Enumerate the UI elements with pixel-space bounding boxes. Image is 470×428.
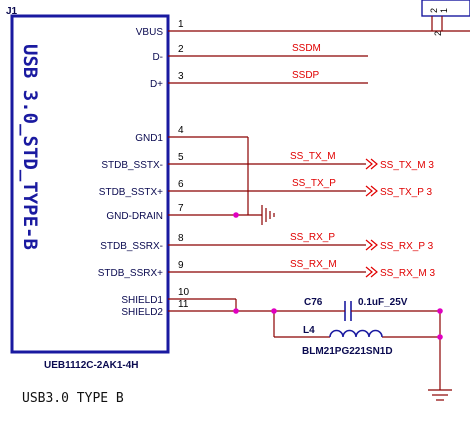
capacitor-value: 0.1uF_25V: [358, 297, 408, 308]
net-label: SS_TX_P: [292, 178, 336, 189]
net-label: SSDP: [292, 70, 320, 81]
junction-dot: [437, 308, 443, 314]
net-label: SS_TX_M: [290, 151, 336, 162]
offpage-group: SS_TX_M 3 SS_TX_P 3 SS_RX_P 3 SS_RX_M 3: [365, 158, 435, 279]
pin-number: 3: [178, 71, 184, 82]
pin-name: STDB_SSTX-: [101, 160, 163, 171]
corner-pin-a: 2: [429, 8, 439, 13]
wire-group: [210, 30, 470, 390]
part-number: UEB1112C-2AK1-4H: [44, 360, 139, 371]
junction-dot: [233, 212, 239, 218]
pin-name: SHIELD1: [121, 295, 163, 306]
inductor-ref: L4: [303, 325, 315, 336]
schematic-caption: USB3.0 TYPE B: [22, 391, 124, 406]
capacitor-ref: C76: [304, 297, 323, 308]
pin-name: STDB_SSRX-: [100, 241, 163, 252]
pin-number: 6: [178, 179, 184, 190]
inductor-icon: [329, 329, 383, 338]
offpage-arrow-icon: [365, 239, 378, 251]
junction-dot: [437, 334, 443, 340]
component-body-label: USB 3.0_STD_TYPE-B: [19, 44, 41, 250]
junction-dot: [233, 308, 239, 314]
capacitor-icon: [344, 301, 352, 321]
chassis-ground-icon: [261, 205, 275, 225]
offpage-arrow-icon: [365, 158, 378, 170]
pin-number: 7: [178, 203, 184, 214]
component-body: [10, 14, 170, 354]
offpage-label: SS_RX_M 3: [380, 268, 435, 279]
pin-number: 4: [178, 125, 184, 136]
connector-corner: 2 1 2: [421, 0, 470, 36]
pin-number: 8: [178, 233, 184, 244]
junction-dot: [271, 308, 277, 314]
pin-name: D-: [152, 52, 163, 63]
pin-number: 5: [178, 152, 184, 163]
net-label-group: SSDM SSDP SS_TX_M SS_TX_P SS_RX_P SS_RX_M: [290, 43, 337, 270]
net-label: SSDM: [292, 43, 321, 54]
inductor-value: BLM21PG221SN1D: [302, 346, 393, 357]
pin-name: STDB_SSRX+: [98, 268, 163, 279]
net-label: SS_RX_P: [290, 232, 335, 243]
earth-ground-icon: [428, 389, 452, 401]
offpage-label: SS_TX_M 3: [380, 160, 434, 171]
pin-number: 2: [178, 44, 184, 55]
pin-name: STDB_SSTX+: [99, 187, 163, 198]
pin-name: SHIELD2: [121, 307, 163, 318]
corner-pin-b: 1: [439, 8, 449, 13]
net-label: SS_RX_M: [290, 259, 337, 270]
corner-pin-a-lower: 2: [433, 31, 443, 36]
pin-name: VBUS: [136, 27, 164, 38]
pin-number: 1: [178, 19, 184, 30]
pin-number: 9: [178, 260, 184, 271]
pin-number: 10: [178, 287, 190, 298]
pin-name: D+: [150, 79, 163, 90]
offpage-arrow-icon: [365, 185, 378, 197]
junction-group: [233, 212, 443, 340]
offpage-arrow-icon: [365, 266, 378, 278]
refdes-label: J1: [6, 6, 18, 17]
offpage-label: SS_TX_P 3: [380, 187, 433, 198]
pin-name: GND1: [135, 133, 163, 144]
pin-name: GND-DRAIN: [106, 211, 163, 222]
pin-number: 11: [178, 299, 189, 310]
offpage-label: SS_RX_P 3: [380, 241, 434, 252]
